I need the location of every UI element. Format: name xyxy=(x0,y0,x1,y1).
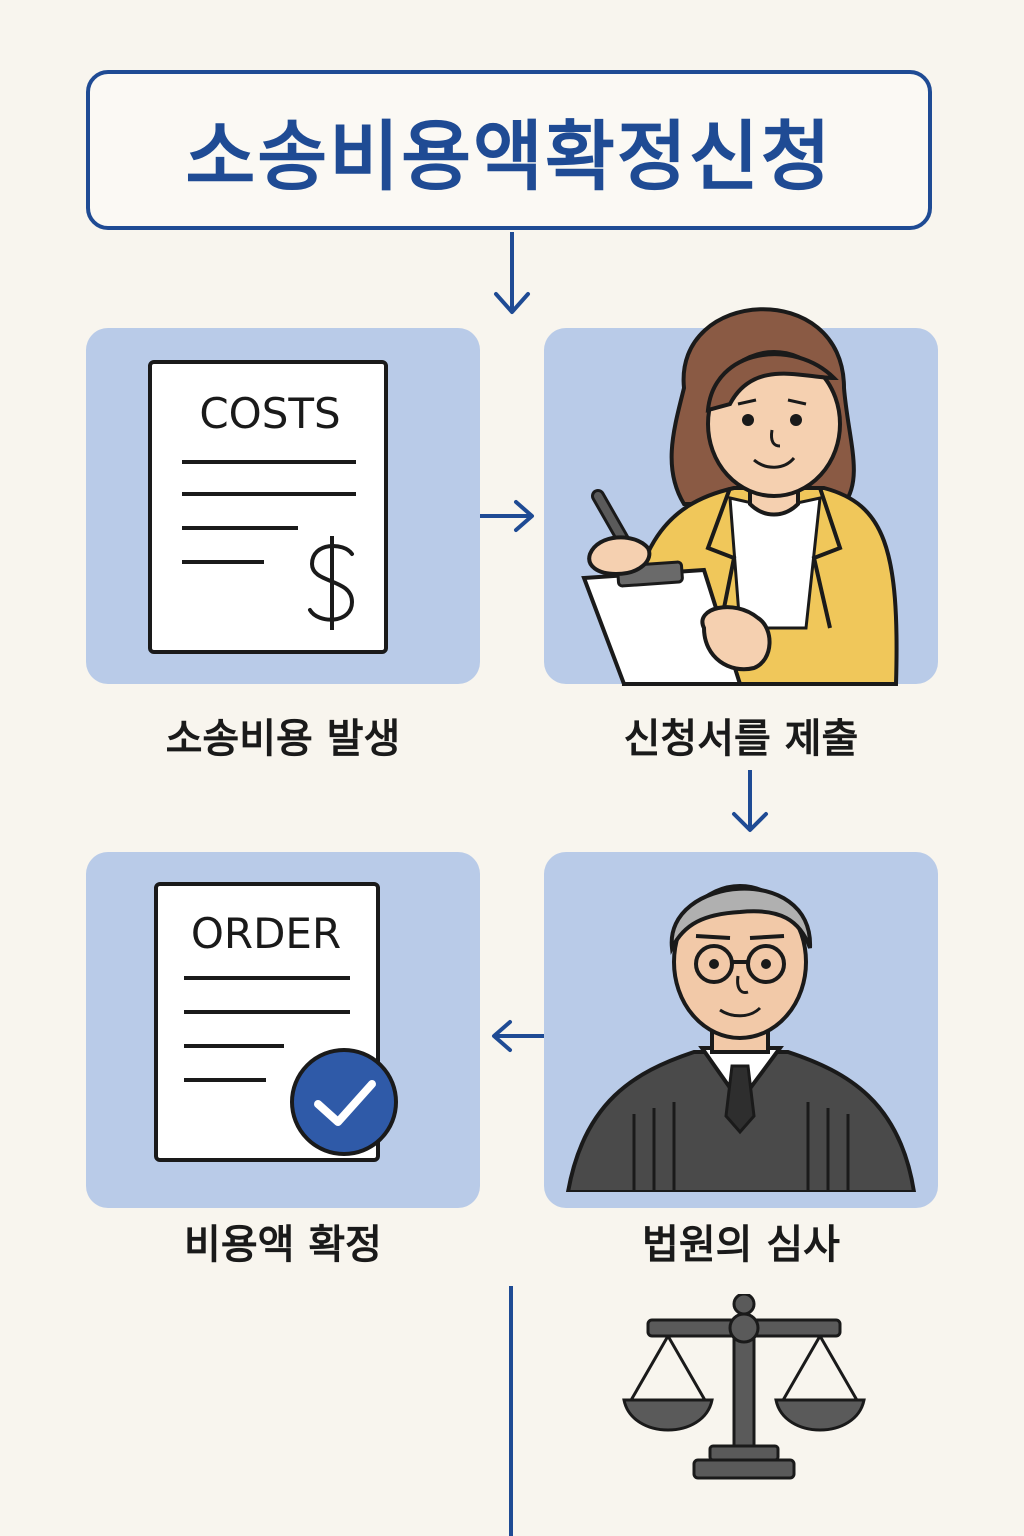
arrow-left-icon xyxy=(492,1020,546,1052)
step-tile-application xyxy=(544,307,938,686)
step-caption-application: 신청서를 제출 xyxy=(623,716,859,762)
dollar-sign-icon xyxy=(308,536,355,630)
step-tile-order: ORDER xyxy=(86,852,480,1208)
arrow-down-icon xyxy=(732,770,768,832)
applicant-woman-icon xyxy=(581,307,899,686)
arrow-down-icon xyxy=(494,232,530,314)
costs-doc-label: COSTS xyxy=(199,389,340,438)
order-doc-label: ORDER xyxy=(191,909,341,958)
step-caption-costs: 소송비용 발생 xyxy=(165,716,401,762)
connector-line xyxy=(509,1286,513,1536)
page-title: 소송비용액확정신청 xyxy=(185,112,833,201)
cost-document-icon: COSTS xyxy=(148,360,388,654)
arrow-right-icon xyxy=(480,500,534,532)
checkmark-icon xyxy=(290,1048,398,1156)
step-caption-order: 비용액 확정 xyxy=(184,1222,382,1268)
order-document-check-icon: ORDER xyxy=(154,882,398,1162)
judge-icon xyxy=(565,884,917,1192)
title-box: 소송비용액확정신청 xyxy=(86,70,932,230)
step-tile-review xyxy=(544,852,938,1208)
scales-of-justice-icon xyxy=(622,1294,866,1480)
step-caption-review: 법원의 심사 xyxy=(642,1222,840,1268)
step-tile-costs: COSTS xyxy=(86,328,480,684)
